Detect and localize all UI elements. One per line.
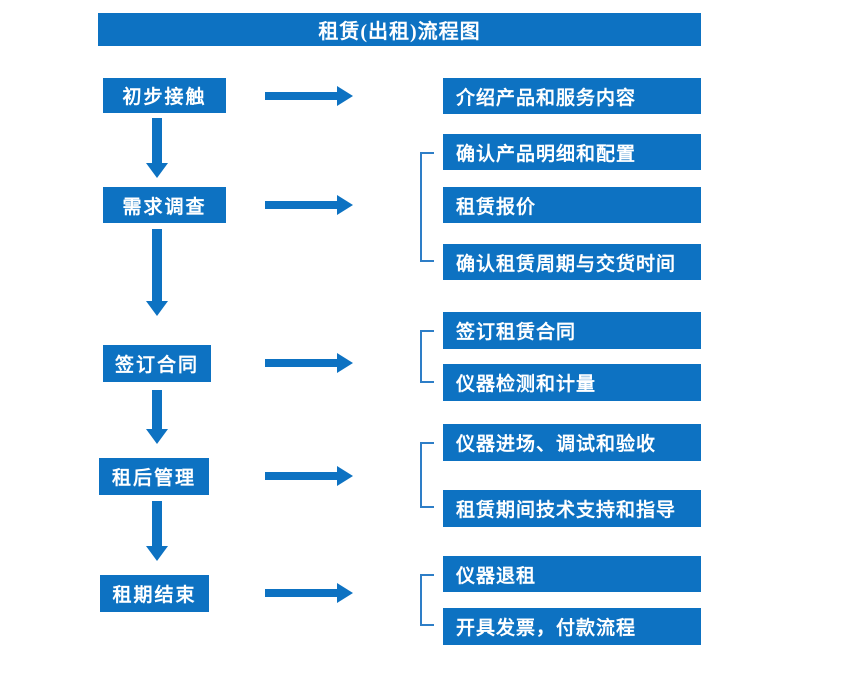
arrow-shaft bbox=[265, 472, 337, 480]
arrow-head-icon bbox=[337, 466, 353, 486]
arrow-head-icon bbox=[337, 195, 353, 215]
output-box-confirm-period-delivery: 确认租赁周期与交货时间 bbox=[443, 244, 701, 280]
right-arrow-3 bbox=[265, 353, 353, 373]
arrow-shaft bbox=[265, 359, 337, 367]
stage-box-initial-contact: 初步接触 bbox=[103, 78, 226, 113]
right-arrow-4 bbox=[265, 466, 353, 486]
arrow-shaft bbox=[152, 229, 162, 302]
output-box-instrument-return: 仪器退租 bbox=[443, 556, 701, 592]
right-arrow-1 bbox=[265, 86, 353, 106]
arrow-head-icon bbox=[337, 353, 353, 373]
output-box-technical-support: 租赁期间技术支持和指导 bbox=[443, 490, 701, 527]
group-bracket-stage-3 bbox=[420, 330, 434, 383]
group-bracket-stage-4 bbox=[420, 442, 434, 508]
group-bracket-stage-5 bbox=[420, 574, 434, 626]
stage-box-sign-contract: 签订合同 bbox=[103, 345, 211, 382]
stage-box-rental-end: 租期结束 bbox=[100, 575, 209, 612]
arrow-shaft bbox=[152, 118, 162, 164]
arrow-shaft bbox=[265, 92, 337, 100]
arrow-head-icon bbox=[146, 546, 168, 561]
arrow-head-icon bbox=[146, 163, 168, 178]
output-box-rental-quote: 租赁报价 bbox=[443, 187, 701, 223]
output-box-introduce-products: 介绍产品和服务内容 bbox=[443, 78, 701, 114]
right-arrow-2 bbox=[265, 195, 353, 215]
down-arrow-1 bbox=[146, 118, 168, 178]
arrow-head-icon bbox=[146, 301, 168, 316]
stage-box-demand-survey: 需求调查 bbox=[103, 187, 226, 223]
down-arrow-4 bbox=[146, 501, 168, 561]
arrow-shaft bbox=[152, 501, 162, 547]
diagram-title: 租赁(出租)流程图 bbox=[98, 13, 701, 46]
arrow-shaft bbox=[265, 201, 337, 209]
down-arrow-2 bbox=[146, 229, 168, 316]
output-box-invoice-payment: 开具发票，付款流程 bbox=[443, 608, 701, 645]
arrow-head-icon bbox=[337, 86, 353, 106]
output-box-instrument-testing: 仪器检测和计量 bbox=[443, 364, 701, 401]
output-box-instrument-setup-acceptance: 仪器进场、调试和验收 bbox=[443, 424, 701, 461]
arrow-shaft bbox=[265, 589, 337, 597]
output-box-sign-rental-contract: 签订租赁合同 bbox=[443, 312, 701, 349]
group-bracket-stage-2 bbox=[420, 152, 434, 262]
arrow-shaft bbox=[152, 390, 162, 430]
right-arrow-5 bbox=[265, 583, 353, 603]
stage-box-post-rental-management: 租后管理 bbox=[99, 458, 209, 495]
down-arrow-3 bbox=[146, 390, 168, 444]
arrow-head-icon bbox=[337, 583, 353, 603]
arrow-head-icon bbox=[146, 429, 168, 444]
output-box-confirm-product-details: 确认产品明细和配置 bbox=[443, 134, 701, 170]
